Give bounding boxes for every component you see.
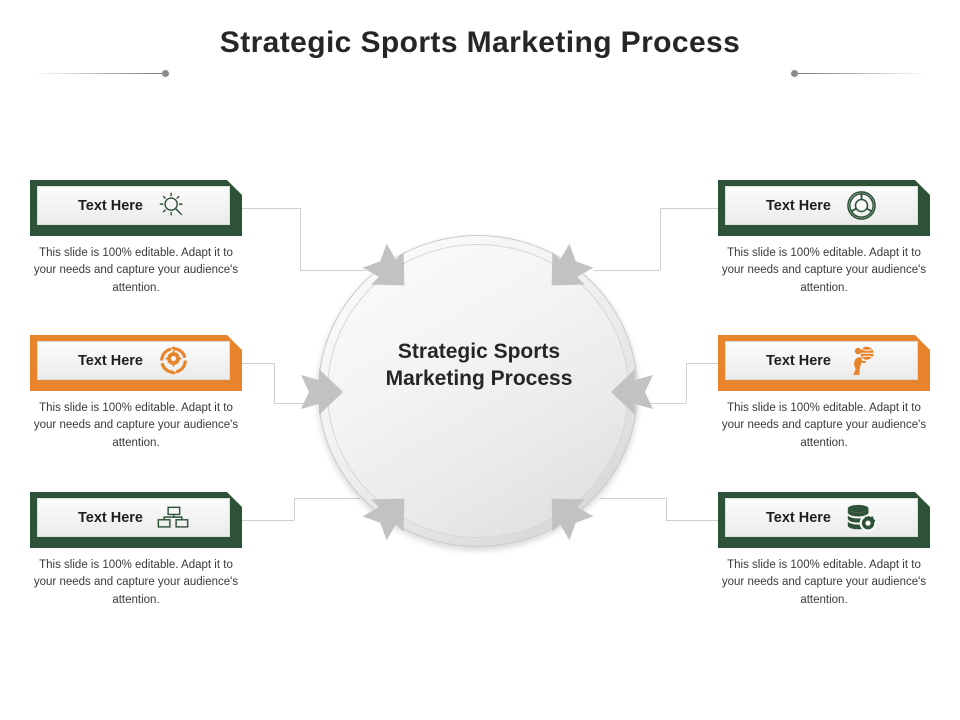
connector-top-left-seg3: [300, 270, 366, 271]
item-bottom-left[interactable]: Text Here This slide is 100% editable. A…: [30, 492, 242, 609]
title-rule-left: [32, 73, 165, 74]
item-bottom-left-label: Text Here: [77, 509, 143, 526]
cycle-arrow-bottom-left: [326, 467, 436, 577]
center-label-line1: Strategic Sports: [397, 340, 561, 363]
item-bottom-right-label: Text Here: [765, 509, 831, 526]
connector-bottom-right-seg3: [600, 498, 666, 499]
connector-bottom-right-seg1: [666, 520, 718, 521]
connector-bottom-left-seg1: [242, 520, 294, 521]
item-top-right-label: Text Here: [765, 197, 831, 214]
item-bottom-left-chip[interactable]: Text Here: [30, 492, 242, 548]
connector-top-right-seg3: [594, 270, 660, 271]
page-title: Strategic Sports Marketing Process: [219, 26, 741, 59]
cycle-arrow-middle-right: [605, 353, 683, 431]
item-bottom-left-description: This slide is 100% editable. Adapt it to…: [33, 559, 239, 606]
item-bottom-right[interactable]: Text Here: [718, 492, 930, 609]
connector-top-right-seg1: [660, 208, 718, 209]
item-top-left-description: This slide is 100% editable. Adapt it to…: [33, 247, 239, 294]
item-middle-right-chip[interactable]: Text Here: [718, 335, 930, 391]
item-top-right-face: Text Here: [725, 186, 918, 225]
connector-middle-right-seg2: [686, 363, 687, 403]
donut-chart-icon: [845, 190, 877, 222]
item-bottom-right-description: This slide is 100% editable. Adapt it to…: [721, 559, 927, 606]
connector-middle-left-seg3: [274, 403, 322, 404]
item-middle-left-face: Text Here: [37, 341, 230, 380]
item-middle-left-chip[interactable]: Text Here: [30, 335, 242, 391]
item-middle-right-description: This slide is 100% editable. Adapt it to…: [721, 402, 927, 449]
item-bottom-right-chip[interactable]: Text Here: [718, 492, 930, 548]
item-bottom-left-face: Text Here: [37, 498, 230, 537]
item-top-left-face: Text Here: [37, 186, 230, 225]
cycle-arrow-middle-left: [271, 353, 349, 431]
connector-middle-left-seg2: [274, 363, 275, 403]
item-middle-right-label: Text Here: [765, 352, 831, 369]
org-chart-icon: [157, 502, 189, 534]
title-rule-left-dot: [162, 70, 169, 77]
cycle-arrow-top-left: [326, 207, 436, 317]
title-rule-right-dot: [791, 70, 798, 77]
title-rule-right: [795, 73, 928, 74]
person-globe-icon: [845, 345, 877, 377]
cycle-arrow-bottom-right: [520, 467, 630, 577]
connector-top-left-seg2: [300, 208, 301, 270]
item-middle-right[interactable]: Text Here This slide is 100: [718, 335, 930, 452]
center-label: Strategic Sports Marketing Process: [348, 339, 610, 393]
item-top-left[interactable]: Text Here This: [30, 180, 242, 297]
item-middle-left-description: This slide is 100% editable. Adapt it to…: [33, 402, 239, 449]
item-top-left-label: Text Here: [77, 197, 143, 214]
item-top-right-chip[interactable]: Text Here: [718, 180, 930, 236]
center-label-line2: Marketing Process: [385, 366, 573, 390]
connector-middle-right-seg1: [686, 363, 718, 364]
item-middle-left-label: Text Here: [77, 352, 143, 369]
database-gear-icon: [845, 502, 877, 534]
item-top-right-description: This slide is 100% editable. Adapt it to…: [721, 247, 927, 294]
connector-bottom-left-seg2: [294, 498, 295, 520]
item-bottom-right-face: Text Here: [725, 498, 918, 537]
center-cycle-graphic: Strategic Sports Marketing Process: [301, 235, 653, 547]
item-top-right[interactable]: Text Here This slide is 100% editable. A…: [718, 180, 930, 297]
gear-cycle-icon: [157, 345, 189, 377]
magnifier-rays-icon: [157, 190, 189, 222]
cycle-arrow-top-right: [520, 207, 630, 317]
connector-middle-right-seg3: [638, 403, 686, 404]
connector-middle-left-seg1: [242, 363, 274, 364]
item-middle-right-face: Text Here: [725, 341, 918, 380]
connector-bottom-left-seg3: [294, 498, 360, 499]
connector-top-right-seg2: [660, 208, 661, 270]
connector-bottom-right-seg2: [666, 498, 667, 520]
item-middle-left[interactable]: Text Here: [30, 335, 242, 452]
item-top-left-chip[interactable]: Text Here: [30, 180, 242, 236]
connector-top-left-seg1: [242, 208, 300, 209]
